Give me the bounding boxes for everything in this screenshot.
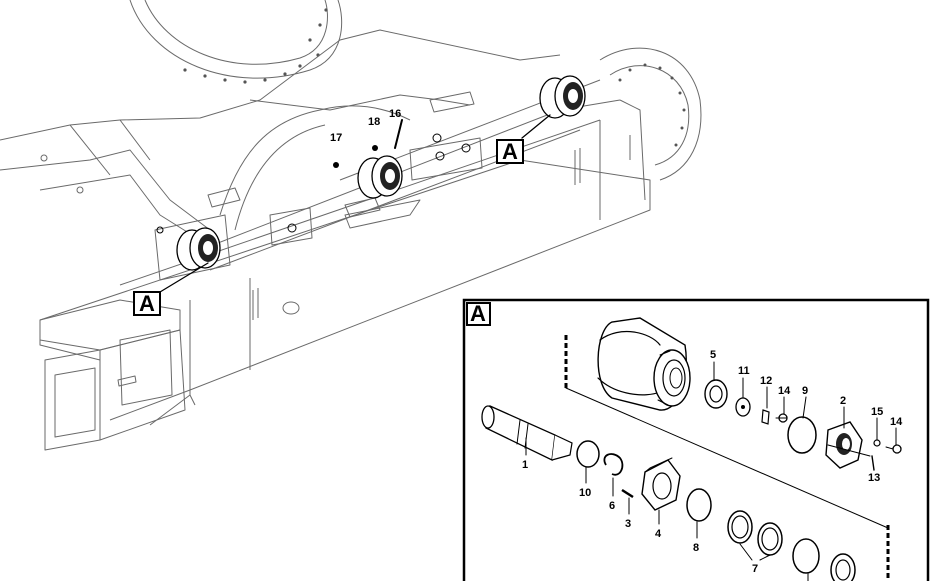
part-label-12: 12 — [760, 375, 772, 387]
callout-box-a-rear: A — [496, 139, 524, 164]
part-14-screw-upper — [775, 413, 788, 423]
part-label-8: 8 — [693, 542, 699, 554]
detail-panel-label: A — [470, 301, 486, 326]
part-label-13: 13 — [868, 472, 880, 484]
detail-leader-lines — [525, 361, 897, 581]
leader-line-a1 — [159, 262, 209, 293]
roller-body — [597, 317, 691, 411]
part-label-3: 3 — [625, 518, 631, 530]
part-label-1: 1 — [522, 459, 528, 471]
callout-label-a-rear: A — [502, 139, 518, 164]
part-label-11: 11 — [738, 365, 750, 377]
part-8-o-ring — [686, 488, 712, 522]
mounting-bolts — [156, 119, 471, 234]
part-label-16: 16 — [389, 108, 401, 120]
part-label-7: 7 — [752, 563, 758, 575]
part-7-seal-pair — [727, 510, 783, 556]
part-3-pin — [621, 488, 634, 499]
part-14-screw-lower — [885, 444, 902, 454]
part-11-washer — [735, 397, 751, 417]
part-5-seal — [704, 379, 728, 409]
detail-panel-a: A — [462, 298, 930, 581]
callout-box-a-front: A — [133, 291, 161, 316]
undercarriage-frame-drawing — [0, 0, 702, 451]
carrier-roller-front — [176, 227, 221, 271]
axis-line — [565, 387, 889, 529]
detail-panel-badge — [466, 302, 491, 326]
callout-label-a-front: A — [139, 291, 155, 316]
part-label-14-lower: 14 — [890, 416, 903, 428]
carrier-roller-middle — [357, 155, 403, 199]
carrier-roller-rear — [539, 75, 586, 119]
part-4-collar — [641, 457, 681, 511]
part-label-9: 9 — [802, 385, 808, 397]
leader-line-a2 — [521, 114, 551, 139]
part-label-5: 5 — [710, 349, 716, 361]
part-1-shaft — [481, 405, 573, 461]
part-label-10: 10 — [579, 487, 591, 499]
part-10-o-ring — [576, 440, 600, 468]
lower-o-ring — [792, 538, 820, 574]
part-12-lock-plate — [761, 409, 770, 425]
part-label-6: 6 — [609, 500, 615, 512]
part-label-2: 2 — [840, 395, 846, 407]
part-label-15: 15 — [871, 406, 883, 418]
part-label-14-upper: 14 — [778, 385, 791, 397]
part-2-end-cover — [825, 421, 871, 469]
part-6-snap-ring — [603, 453, 624, 476]
part-15-washer — [873, 439, 881, 447]
part-label-17: 17 — [330, 132, 342, 144]
lower-seal — [830, 553, 856, 581]
part-13-pin — [871, 455, 875, 471]
part-label-4: 4 — [655, 528, 662, 540]
part-label-18: 18 — [368, 116, 380, 128]
part-9-o-ring — [787, 416, 817, 454]
